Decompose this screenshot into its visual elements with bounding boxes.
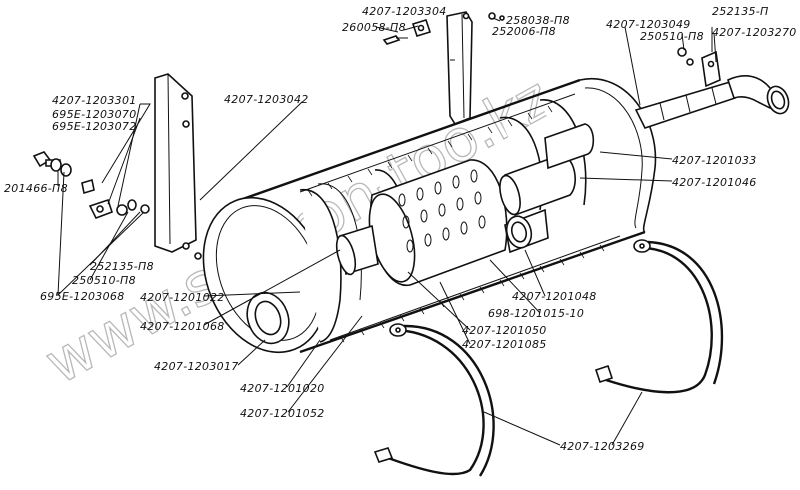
label-201466-p8: 201466-П8 — [4, 182, 68, 195]
label-252006-p8: 252006-П8 — [492, 25, 556, 38]
label-4207-1201085: 4207-1201085 — [462, 338, 547, 351]
label-695e-1203072: 695Е-1203072 — [52, 120, 137, 133]
label-695e-1203068: 695Е-1203068 — [40, 290, 125, 303]
label-4207-1201048: 4207-1201048 — [512, 290, 597, 303]
label-4207-1201022: 4207-1201022 — [140, 291, 225, 304]
left-fasteners — [32, 151, 150, 220]
label-4207-1201050: 4207-1201050 — [462, 324, 547, 337]
label-258038-p8: 258038-П8 — [506, 14, 570, 27]
label-4207-1201046: 4207-1201046 — [672, 176, 757, 189]
label-4207-1203017: 4207-1203017 — [154, 360, 239, 373]
leader-lines — [57, 17, 717, 446]
top-mounting-bracket — [446, 11, 473, 125]
top-bolt-and-plate — [382, 12, 505, 45]
label-4207-1201033: 4207-1201033 — [672, 154, 757, 167]
lower-right-strap — [594, 239, 724, 394]
inner-pipes — [335, 123, 595, 276]
left-mounting-bracket — [154, 73, 202, 260]
label-4207-1201052: 4207-1201052 — [240, 407, 325, 420]
label-4207-1203049: 4207-1203049 — [606, 18, 691, 31]
label-252135-p-top: 252135-П — [712, 5, 769, 18]
label-695e-1203070: 695Е-1203070 — [52, 108, 137, 121]
part-labels: 4207-1203304 260058-П8 258038-П8 252006-… — [4, 5, 797, 453]
outlet-pipe — [634, 47, 790, 129]
label-4207-1201020: 4207-1201020 — [240, 382, 325, 395]
label-250510-p8-top: 250510-П8 — [640, 30, 704, 43]
label-4207-1203301: 4207-1203301 — [52, 94, 137, 107]
label-4207-1203270: 4207-1203270 — [712, 26, 797, 39]
label-4207-1201068: 4207-1201068 — [140, 320, 225, 333]
perforated-inner-tube — [368, 159, 508, 286]
label-250510-p8: 250510-П8 — [72, 274, 136, 287]
label-4207-1203304: 4207-1203304 — [362, 5, 447, 18]
label-252135-p8: 252135-П8 — [90, 260, 154, 273]
label-4207-1203042: 4207-1203042 — [224, 93, 309, 106]
label-4207-1203269: 4207-1203269 — [560, 440, 645, 453]
lower-left-strap — [373, 323, 495, 477]
label-260058-p8: 260058-П8 — [342, 21, 406, 34]
muffler-body — [202, 77, 657, 354]
label-698-1201015-10: 698-1201015-10 — [488, 307, 584, 320]
